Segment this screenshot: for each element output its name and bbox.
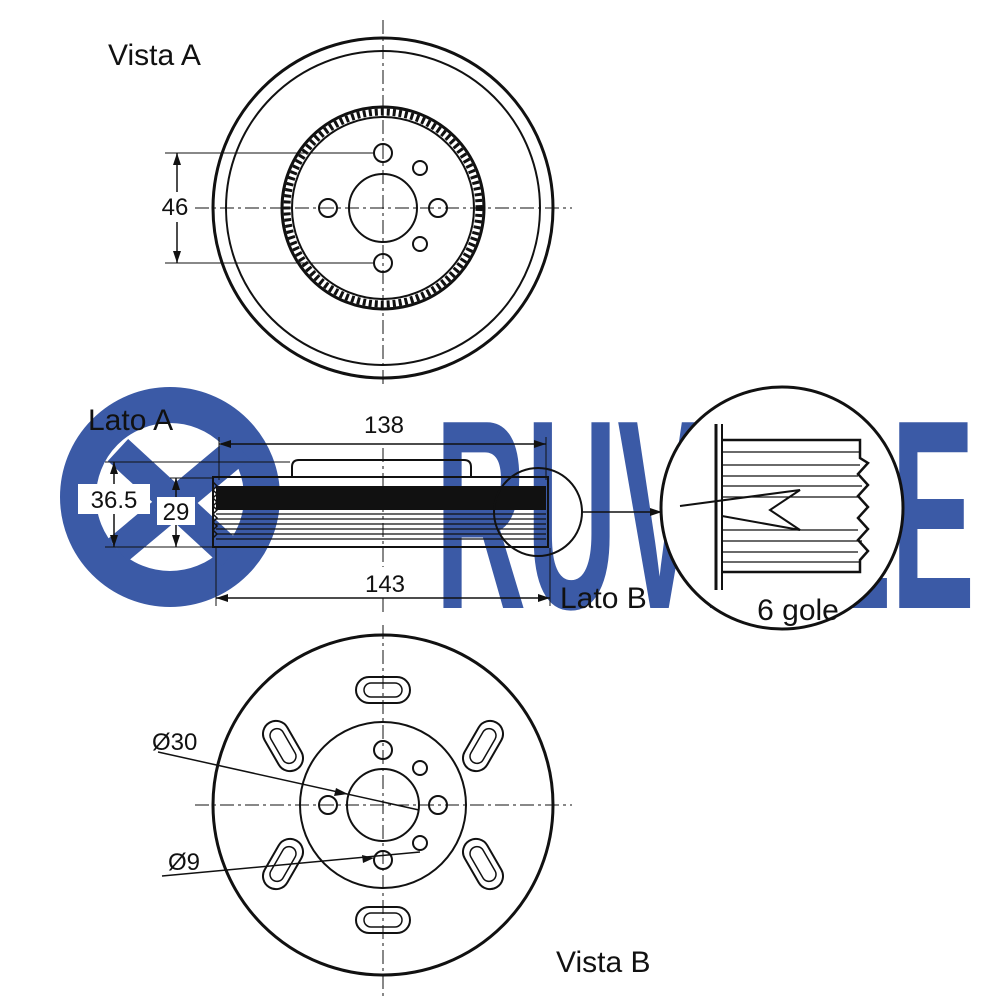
belt-band [216, 486, 546, 510]
dimension-arrow [110, 462, 118, 474]
leader-arrow [334, 788, 348, 796]
leader-line [157, 751, 420, 811]
dimension-arrow [216, 594, 228, 602]
dimension-arrow [219, 440, 231, 448]
dimension-29: 29 [163, 499, 190, 526]
bolt-hole [318, 795, 338, 815]
dimension-label-bg [354, 408, 414, 438]
vista-a-label: Vista A [108, 39, 201, 72]
pulley-body [212, 476, 549, 548]
side-view: Lato A Lato B 138 143 [78, 404, 662, 615]
dimension-arrow [538, 594, 550, 602]
dimension-arrow [110, 535, 118, 547]
detail-arrow [650, 508, 662, 516]
dimension-138: 138 [364, 412, 404, 439]
dimension-143: 143 [365, 571, 405, 598]
dimension-arrow [172, 478, 180, 490]
dimension-arrow [172, 535, 180, 547]
dimension-46: 46 [162, 194, 189, 221]
dimension-label-bg [354, 567, 416, 597]
spoke-window [262, 837, 304, 891]
diameter-9-label: Ø9 [168, 849, 200, 876]
pin-hole [412, 236, 428, 252]
dimension-label-bg [155, 192, 195, 222]
pin-hole [412, 835, 428, 851]
leader-line [161, 851, 421, 877]
dimension-arrow [173, 153, 181, 165]
dimension-36-5: 36.5 [91, 487, 138, 514]
spoke-window [462, 837, 504, 891]
detail-profile [722, 438, 870, 574]
vista-a-view: 46 Vista A [108, 20, 572, 385]
dimension-arrow [173, 251, 181, 263]
detail-section-cut [679, 489, 801, 531]
belt-grooves [216, 513, 546, 540]
lato-b-label: Lato B [560, 582, 647, 615]
spoke-window [262, 719, 304, 773]
groove-count-label: 6 gole [757, 594, 839, 627]
vista-b-label: Vista B [556, 946, 651, 979]
pin-hole [412, 160, 428, 176]
dimension-label-bg [78, 484, 150, 514]
hub-step [291, 459, 472, 478]
pin-hole [412, 760, 428, 776]
groove-detail: 6 gole [650, 385, 905, 631]
spoke-window [462, 719, 504, 773]
vista-b-view: Ø30 Ø9 Vista B [152, 625, 651, 1000]
bolt-hole [318, 198, 338, 218]
dimension-label-bg [157, 497, 195, 525]
diameter-30-label: Ø30 [152, 729, 197, 756]
leader-arrow [362, 855, 374, 863]
dimension-arrow [534, 440, 546, 448]
lato-a-label: Lato A [88, 404, 173, 437]
groove-profile-left [211, 481, 219, 539]
